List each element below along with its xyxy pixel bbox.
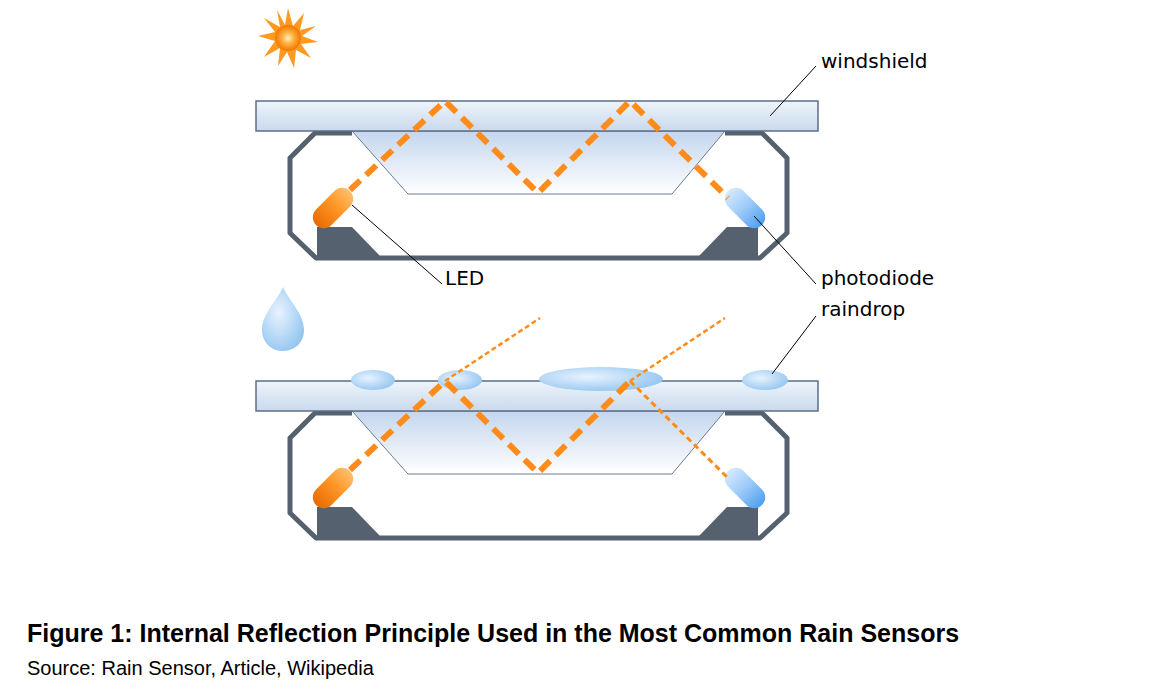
part-label: LED xyxy=(445,267,484,290)
part-label: raindrop xyxy=(821,298,905,321)
sensor-wet xyxy=(256,381,818,538)
source-note: Source: Rain Sensor, Article, Wikipedia xyxy=(27,657,374,680)
sun-icon xyxy=(258,8,318,68)
part-label: photodiode xyxy=(821,267,934,290)
light-beam xyxy=(350,101,728,198)
part-label: windshield xyxy=(821,50,928,73)
light-beam-wet xyxy=(350,318,728,478)
sensor-dry xyxy=(256,101,818,258)
raindrop-icon xyxy=(262,287,304,351)
leader-lines xyxy=(352,66,816,374)
figure-caption: Figure 1: Internal Reflection Principle … xyxy=(27,619,959,648)
raindrops-on-glass xyxy=(351,367,788,391)
